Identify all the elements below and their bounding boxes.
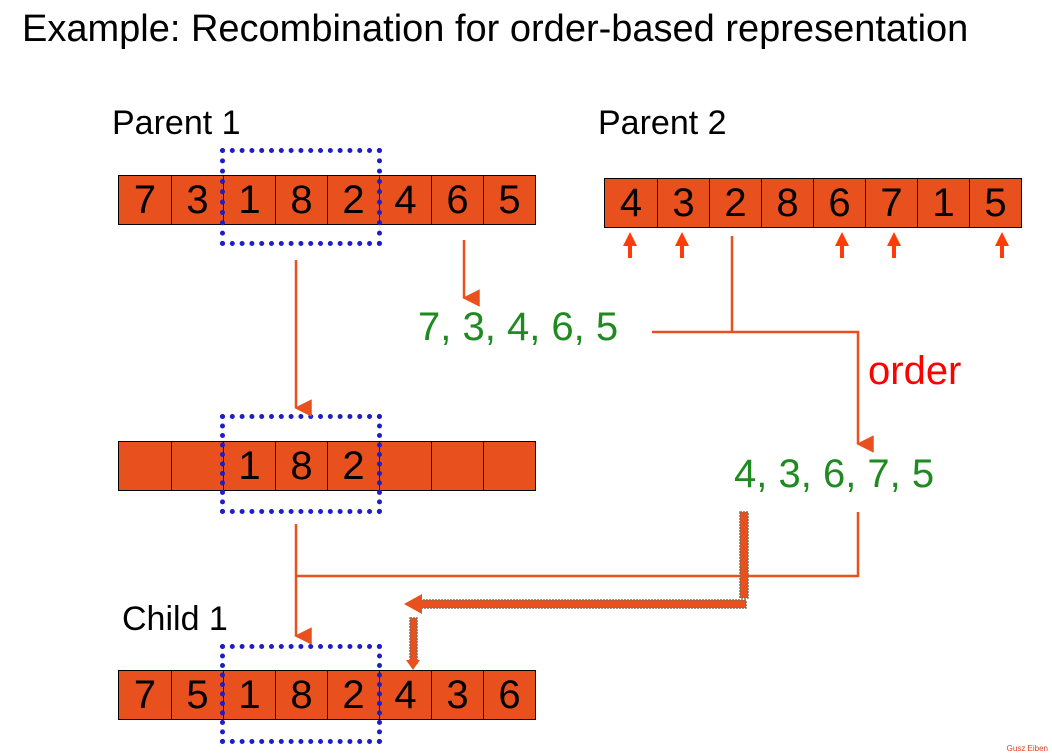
child1-label: Child 1 (122, 600, 228, 638)
slide-title: Example: Recombination for order-based r… (22, 8, 969, 50)
parent1-gene: 6 (431, 176, 483, 224)
parent1-gene: 8 (275, 176, 327, 224)
parent2-gene: 2 (709, 179, 761, 227)
proto-child-gene (171, 442, 223, 490)
proto-child-gene (483, 442, 535, 490)
parent1-chromosome: 7 3 1 8 2 4 6 5 (118, 175, 536, 225)
parent1-crossover-segment (220, 148, 382, 246)
parent1-gene: 4 (379, 176, 431, 224)
child1-crossover-segment (220, 644, 382, 744)
child1-gene: 2 (327, 671, 379, 719)
parent2-gene: 5 (969, 179, 1021, 227)
child1-gene: 5 (171, 671, 223, 719)
reordered-genes-text: 4, 3, 6, 7, 5 (734, 452, 935, 496)
parent2-position-arrows (623, 232, 1009, 258)
parent2-gene: 6 (813, 179, 865, 227)
parent1-gene: 5 (483, 176, 535, 224)
parent1-gene: 7 (119, 176, 171, 224)
child1-chromosome: 7 5 1 8 2 4 3 6 (118, 670, 536, 720)
order-path (652, 330, 874, 453)
child1-gene: 8 (275, 671, 327, 719)
proto-child-gene (431, 442, 483, 490)
proto-child-gene: 8 (275, 442, 327, 490)
credit-text: Gusz Eiben (1006, 744, 1048, 753)
parent2-chromosome: 4 3 2 8 6 7 1 5 (604, 178, 1022, 228)
parent1-label: Parent 1 (112, 104, 241, 142)
parent1-gene: 3 (171, 176, 223, 224)
child1-gene: 3 (431, 671, 483, 719)
fill-arrow (404, 511, 749, 670)
parent2-gene: 4 (605, 179, 657, 227)
fill-bracket (296, 512, 860, 578)
proto-child-chromosome: 1 8 2 (118, 441, 536, 491)
parent2-label: Parent 2 (598, 104, 727, 142)
parent2-gene: 7 (865, 179, 917, 227)
parent2-gene: 1 (917, 179, 969, 227)
remaining-genes-text: 7, 3, 4, 6, 5 (418, 305, 619, 349)
parent2-gene: 8 (761, 179, 813, 227)
parent1-gene: 2 (327, 176, 379, 224)
parent2-gene: 3 (657, 179, 709, 227)
order-label: order (868, 349, 962, 393)
child1-gene: 7 (119, 671, 171, 719)
proto-child-gene: 2 (327, 442, 379, 490)
child1-gene: 6 (483, 671, 535, 719)
proto-child-gene: 1 (223, 442, 275, 490)
proto-child-gene (119, 442, 171, 490)
